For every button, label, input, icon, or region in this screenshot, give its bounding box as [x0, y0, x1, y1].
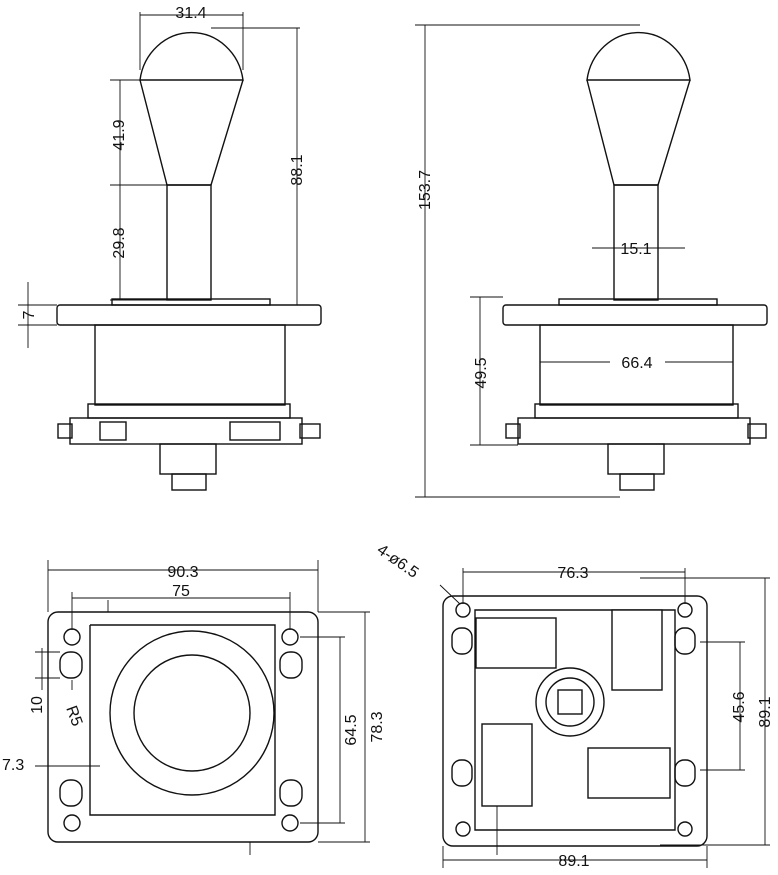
handle-taper	[139, 79, 244, 186]
mount-hole	[677, 602, 693, 618]
bottom-plate-view: 4-ø6.5 76.3 45.6 89.1 89.1	[374, 541, 774, 870]
mounting-plate	[502, 304, 768, 326]
mount-hole	[677, 821, 693, 837]
front-view: 31.4 41.9 29.8 88.1 7	[18, 5, 322, 491]
ball-top	[586, 31, 691, 81]
mount-hole	[63, 814, 81, 832]
dim-shaft-diameter: 15.1	[620, 241, 651, 258]
terminal	[57, 423, 73, 439]
switch-ring	[87, 403, 291, 419]
switch-ring	[534, 403, 739, 419]
slot	[451, 759, 473, 787]
dim-hole-spacing-x: 75	[172, 583, 190, 600]
body	[94, 324, 286, 406]
top-plate-view: 90.3 75 64.5 78.3 10 R5 7.3	[2, 560, 386, 855]
dim-hole-spacing-y: 45.6	[731, 691, 748, 722]
slot	[279, 651, 303, 679]
microswitch	[229, 421, 281, 441]
center-bushing	[535, 667, 605, 737]
inner-frame	[89, 624, 276, 816]
terminal	[747, 423, 767, 439]
dim-plate-width: 90.3	[167, 564, 198, 581]
dim-slot-offset: 7.3	[2, 757, 24, 774]
mount-hole	[281, 628, 299, 646]
dim-handle-taper: 41.9	[111, 119, 128, 150]
dim-slot-length: 10	[29, 696, 46, 714]
switch-band	[517, 417, 751, 445]
dim-plate-height: 89.1	[757, 696, 774, 727]
center-bushing-inner	[545, 677, 595, 727]
dim-body-width: 66.4	[621, 355, 652, 372]
slot	[451, 627, 473, 655]
mount-hole	[63, 628, 81, 646]
mount-hole	[281, 814, 299, 832]
shaft-opening	[133, 654, 251, 772]
body-circle	[109, 630, 275, 796]
base-frame	[474, 609, 676, 831]
microswitch-1	[475, 617, 557, 669]
plate-outline	[442, 595, 708, 847]
dim-mount-holes: 4-ø6.5	[374, 541, 422, 582]
dim-hole-spacing-x: 76.3	[557, 565, 588, 582]
shaft	[613, 184, 659, 301]
dim-plate-thickness: 7	[21, 310, 38, 319]
terminal	[299, 423, 321, 439]
slot	[279, 779, 303, 807]
shaft	[166, 184, 212, 301]
side-view: 153.7 15.1 49.5 66.4	[415, 24, 768, 498]
mount-hole	[455, 602, 471, 618]
bottom-cap	[171, 473, 207, 491]
microswitch	[99, 421, 127, 441]
dim-handle-height: 88.1	[289, 154, 306, 185]
bottom-bushing	[607, 443, 665, 475]
dim-ball-width: 31.4	[175, 5, 206, 22]
dim-plate-height: 78.3	[369, 711, 386, 742]
slot	[59, 779, 83, 807]
bottom-bushing	[159, 443, 217, 475]
microswitch-3	[481, 723, 533, 807]
dim-plate-width: 89.1	[558, 853, 589, 870]
slot	[674, 627, 696, 655]
shaft-square	[557, 689, 583, 715]
dim-hole-spacing-y: 64.5	[343, 714, 360, 745]
dim-shaft-length: 29.8	[111, 227, 128, 258]
slot	[59, 651, 83, 679]
terminal	[505, 423, 521, 439]
bottom-cap	[619, 473, 655, 491]
mount-hole	[455, 821, 471, 837]
handle-taper	[586, 79, 691, 186]
dim-body-height: 49.5	[473, 357, 490, 388]
mounting-plate	[56, 304, 322, 326]
dim-total-height: 153.7	[417, 170, 434, 210]
slot	[674, 759, 696, 787]
ball-top	[139, 31, 244, 81]
microswitch-2	[611, 609, 663, 691]
plate-outline	[47, 611, 319, 843]
dim-slot-radius: R5	[62, 704, 85, 729]
microswitch-4	[587, 747, 671, 799]
body	[539, 324, 734, 406]
